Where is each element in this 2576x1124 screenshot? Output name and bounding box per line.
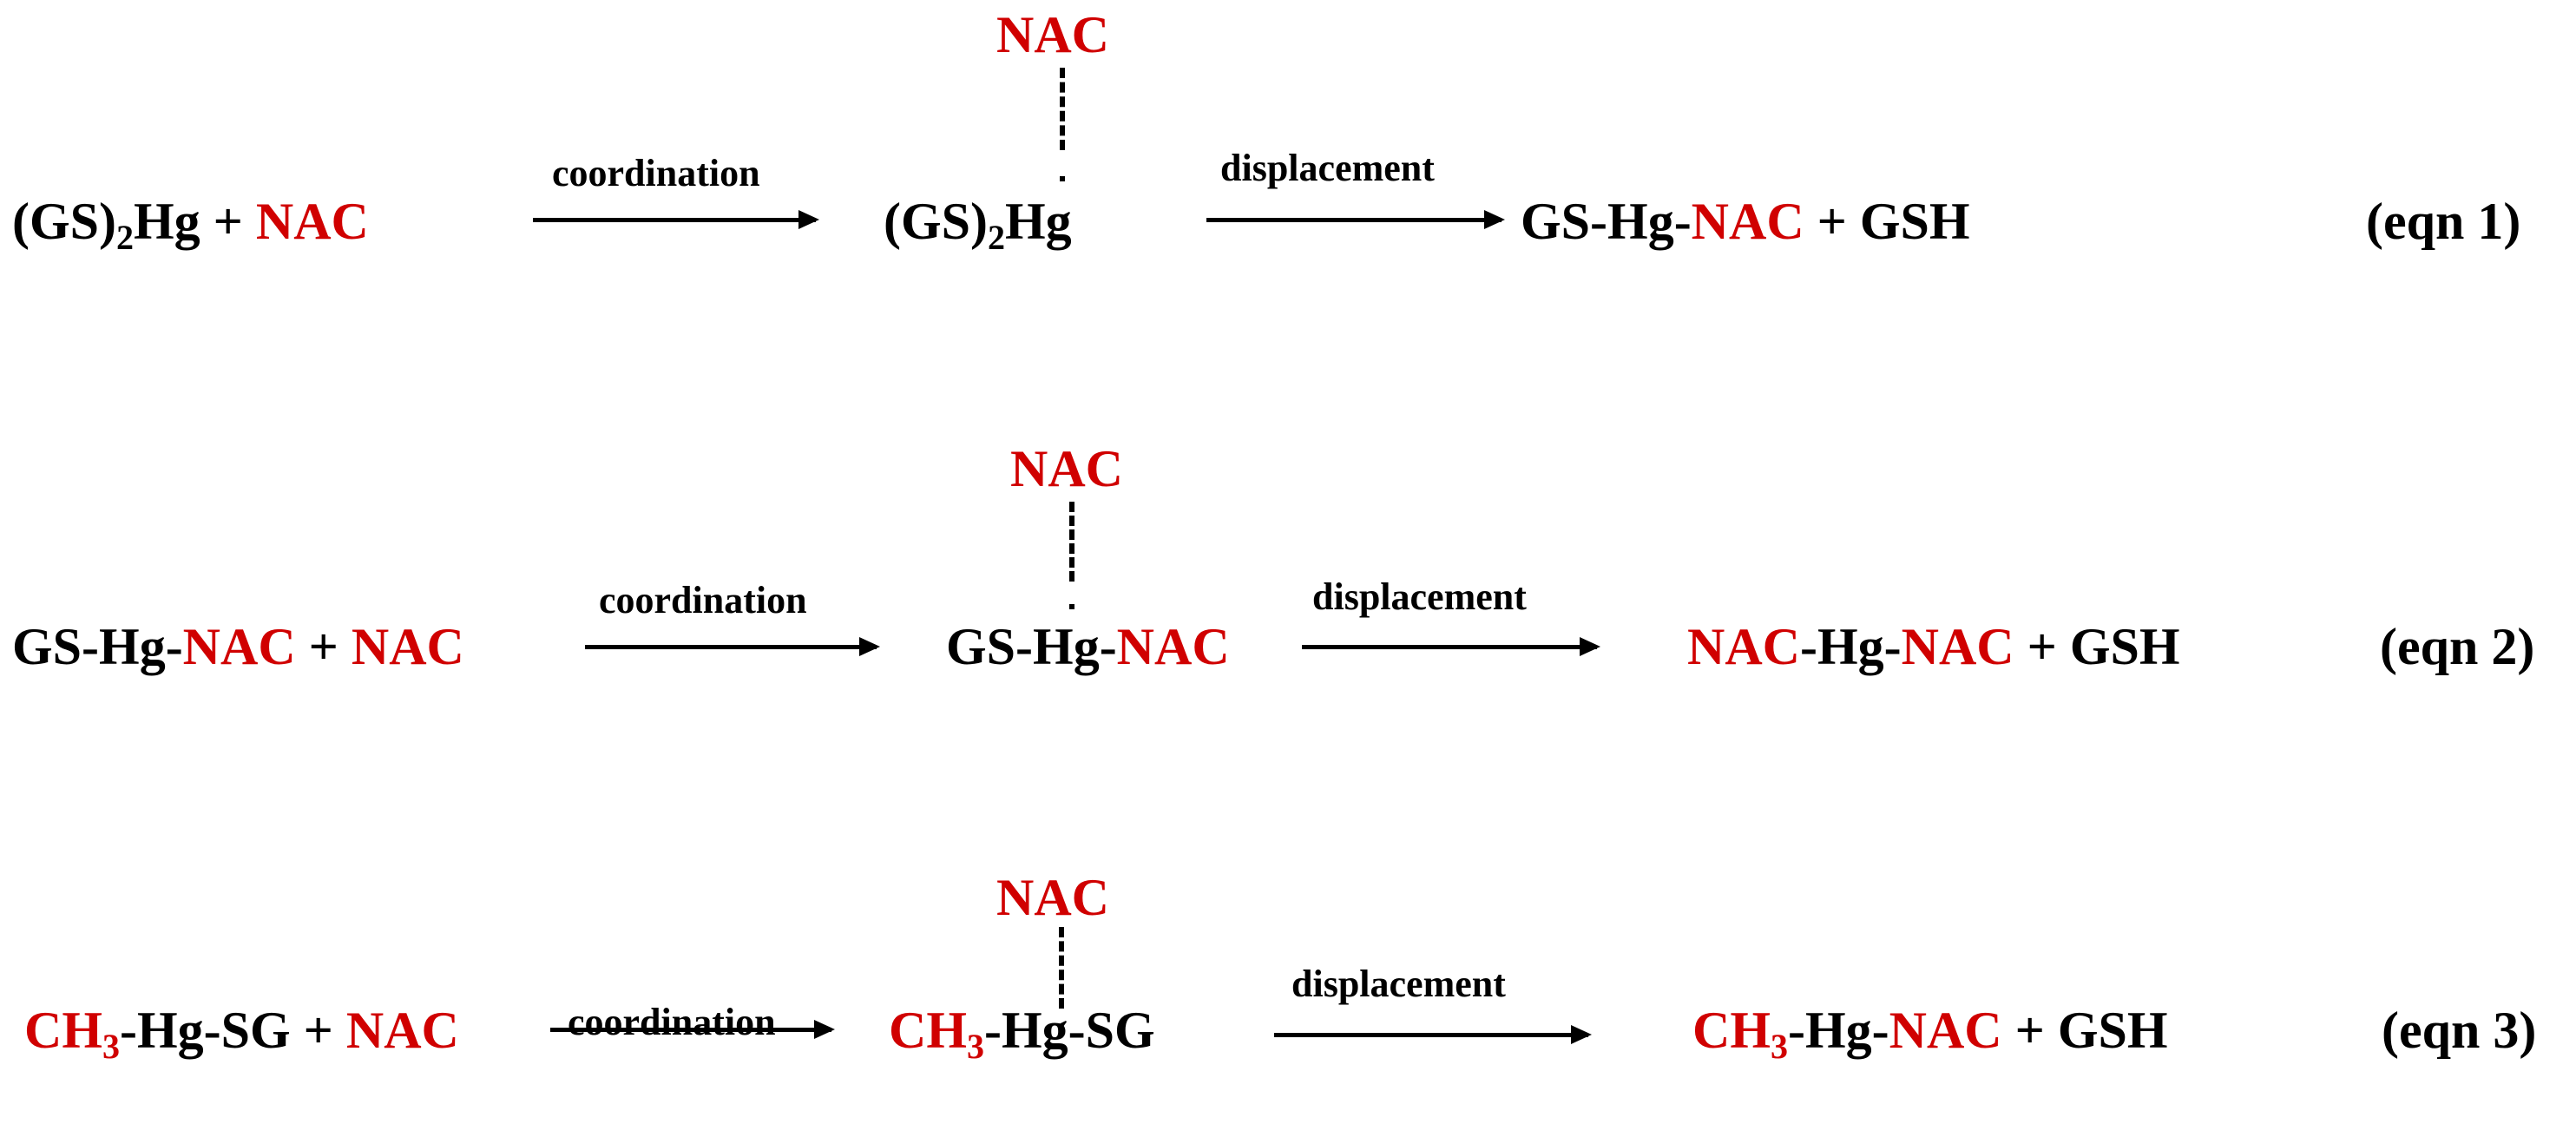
product-1-gshg: GS-Hg-: [1521, 193, 1692, 250]
product-1-nac: NAC: [1691, 193, 1804, 250]
displacement-label-1: displacement: [1220, 147, 1435, 189]
reactant-1: (GS)2Hg + NAC: [12, 195, 369, 255]
bond-dot-2: [1069, 604, 1074, 609]
product-3-sub: 3: [1771, 1027, 1788, 1066]
top-ligand-3: NAC: [996, 869, 1109, 926]
coordination-arrow-1: [533, 210, 819, 229]
product-2: NAC-Hg-NAC + GSH: [1687, 621, 2180, 673]
product-3-nac: NAC: [1889, 1002, 2002, 1059]
intermediate-2-gshg: GS-Hg-: [946, 618, 1117, 675]
product-1-gsh: GSH: [1859, 193, 1970, 250]
bond-dot-1: [1060, 176, 1065, 181]
product-3-gsh: GSH: [2057, 1002, 2168, 1059]
plus-sign: +: [1817, 193, 1847, 250]
product-2-gsh: GSH: [2069, 618, 2180, 675]
equation-label-1: (eqn 1): [2366, 193, 2521, 250]
plus-sign: +: [213, 193, 243, 250]
reactant-2: GS-Hg-NAC + NAC: [12, 621, 464, 673]
top-ligand-1: NAC: [996, 6, 1109, 63]
intermediate-1-sub: 2: [988, 218, 1005, 257]
coordination-bond-1: [1060, 68, 1070, 150]
top-ligand-2: NAC: [1010, 440, 1123, 497]
plus-sign: +: [2027, 618, 2057, 675]
reactant-3: CH3-Hg-SG + NAC: [24, 1004, 459, 1064]
plus-sign: +: [2014, 1002, 2045, 1059]
product-2-nac-left: NAC: [1687, 618, 1800, 675]
plus-sign: +: [308, 618, 338, 675]
intermediate-3-sub: 3: [967, 1027, 984, 1066]
product-2-nac-right: NAC: [1901, 618, 2014, 675]
reactant-1-ligand: NAC: [255, 193, 369, 250]
reactant-3-sub: 3: [102, 1027, 120, 1066]
coordination-bond-3: [1059, 927, 1069, 1009]
coordination-label-1: coordination: [552, 152, 760, 194]
product-2-hg: -Hg-: [1800, 618, 1902, 675]
intermediate-2-nac: NAC: [1116, 618, 1230, 675]
coordination-label-3: coordination: [568, 1001, 776, 1043]
coordination-arrow-2: [585, 637, 880, 656]
reactant-2-gshg: GS-Hg-: [12, 618, 183, 675]
reactant-1-sub: 2: [116, 218, 134, 257]
coordination-bond-2: [1069, 502, 1080, 582]
displacement-label-3: displacement: [1291, 963, 1506, 1005]
product-3-ch: CH: [1692, 1002, 1771, 1059]
plus-sign: +: [303, 1002, 333, 1059]
product-1: GS-Hg-NAC + GSH: [1521, 195, 1970, 247]
intermediate-3-ch: CH: [889, 1002, 967, 1059]
displacement-arrow-3: [1274, 1025, 1592, 1044]
intermediate-1: (GS)2Hg: [884, 195, 1072, 255]
intermediate-1-gs: (GS): [884, 193, 988, 250]
equation-label-3: (eqn 3): [2382, 1002, 2537, 1059]
displacement-arrow-2: [1302, 637, 1600, 656]
reactant-3-ch: CH: [24, 1002, 102, 1059]
product-3: CH3-Hg-NAC + GSH: [1692, 1004, 2168, 1064]
reactant-1-hg: Hg: [134, 193, 200, 250]
coordination-label-2: coordination: [599, 579, 807, 621]
reactant-1-gs: (GS): [12, 193, 116, 250]
equation-label-2: (eqn 2): [2380, 618, 2535, 675]
coordination-arrow-3: [550, 1020, 835, 1039]
product-3-hg: -Hg-: [1788, 1002, 1889, 1059]
intermediate-2: GS-Hg-NAC: [946, 621, 1230, 673]
reactant-3-hgsg: -Hg-SG: [120, 1002, 291, 1059]
reactant-2-nac: NAC: [182, 618, 296, 675]
intermediate-3-hgsg: -Hg-SG: [984, 1002, 1155, 1059]
intermediate-1-hg: Hg: [1005, 193, 1072, 250]
displacement-arrow-1: [1206, 210, 1505, 229]
reactant-3-ligand: NAC: [345, 1002, 459, 1059]
reactant-2-ligand: NAC: [351, 618, 464, 675]
intermediate-3: CH3-Hg-SG: [889, 1004, 1155, 1064]
displacement-label-2: displacement: [1312, 575, 1527, 618]
